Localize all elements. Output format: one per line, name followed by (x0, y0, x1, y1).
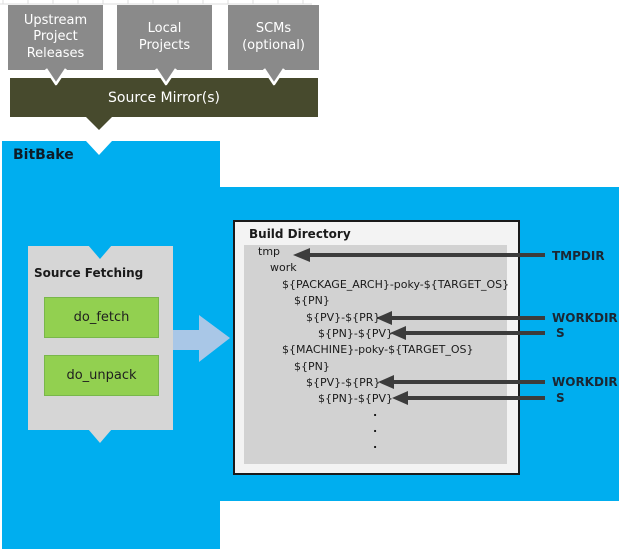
tree-item-work: work (270, 261, 297, 274)
build-directory-box: Build Directory (233, 220, 520, 475)
ellipsis-dot-1: . (373, 406, 378, 419)
local-tail-pointer (154, 68, 178, 86)
tree-item-package-arch: ${PACKAGE_ARCH}-poky-${TARGET_OS} (282, 278, 510, 291)
tree-item-pn-1: ${PN} (294, 294, 330, 307)
s-arrow-head-1 (390, 326, 406, 340)
upstream-tail-pointer (44, 68, 68, 86)
source-fetching-box: Source Fetching do_fetch do_unpack (28, 246, 173, 430)
workdir-arrow-head-1 (376, 311, 392, 325)
do-unpack-task-box: do_unpack (44, 355, 159, 396)
tmpdir-arrow-head (293, 248, 310, 262)
s-label-2: S (556, 391, 565, 405)
s-arrow-head-2 (392, 391, 408, 405)
ellipsis-dot-2: . (373, 422, 378, 435)
local-projects-box: Local Projects (117, 5, 212, 70)
workdir-label-2: WORKDIR (552, 375, 618, 389)
upstream-project-releases-label: Upstream Project Releases (23, 13, 88, 61)
bitbake-label: BitBake (13, 147, 74, 163)
ellipsis-dot-3: . (373, 438, 378, 451)
do-fetch-label: do_fetch (73, 310, 130, 325)
s-label-1: S (556, 326, 565, 340)
do-unpack-label: do_unpack (66, 368, 137, 383)
source-mirrors-label: Source Mirror(s) (108, 89, 220, 106)
workdir-label-1: WORKDIR (552, 311, 618, 325)
build-directory-title: Build Directory (249, 227, 351, 241)
fetch-box-top-notch (88, 245, 112, 259)
tree-item-pv-pr-2: ${PV}-${PR} (306, 376, 381, 389)
scms-label: SCMs (optional) (242, 21, 305, 53)
source-fetching-title: Source Fetching (34, 266, 144, 280)
scms-box: SCMs (optional) (228, 5, 319, 70)
tree-item-tmp: tmp (258, 245, 281, 258)
flow-arrow (173, 315, 230, 362)
grid-ruler (0, 0, 312, 5)
tmpdir-label: TMPDIR (552, 249, 605, 263)
source-mirrors-bar: Source Mirror(s) (10, 78, 318, 117)
directory-tree-panel (244, 245, 507, 464)
do-fetch-task-box: do_fetch (44, 297, 159, 338)
upstream-project-releases-box: Upstream Project Releases (8, 5, 103, 70)
tree-item-pn-pv-1: ${PN}-${PV} (318, 327, 393, 340)
fetch-box-bottom-tail (88, 429, 112, 443)
mirror-tail-pointer (85, 116, 113, 130)
tree-item-pn-pv-2: ${PN}-${PV} (318, 392, 393, 405)
workdir-arrow-head-2 (378, 375, 394, 389)
scms-tail-pointer (262, 68, 286, 86)
tree-item-machine: ${MACHINE}-poky-${TARGET_OS} (282, 343, 474, 356)
local-projects-label: Local Projects (138, 21, 191, 53)
tree-item-pn-2: ${PN} (294, 360, 330, 373)
tree-item-pv-pr-1: ${PV}-${PR} (306, 311, 381, 324)
